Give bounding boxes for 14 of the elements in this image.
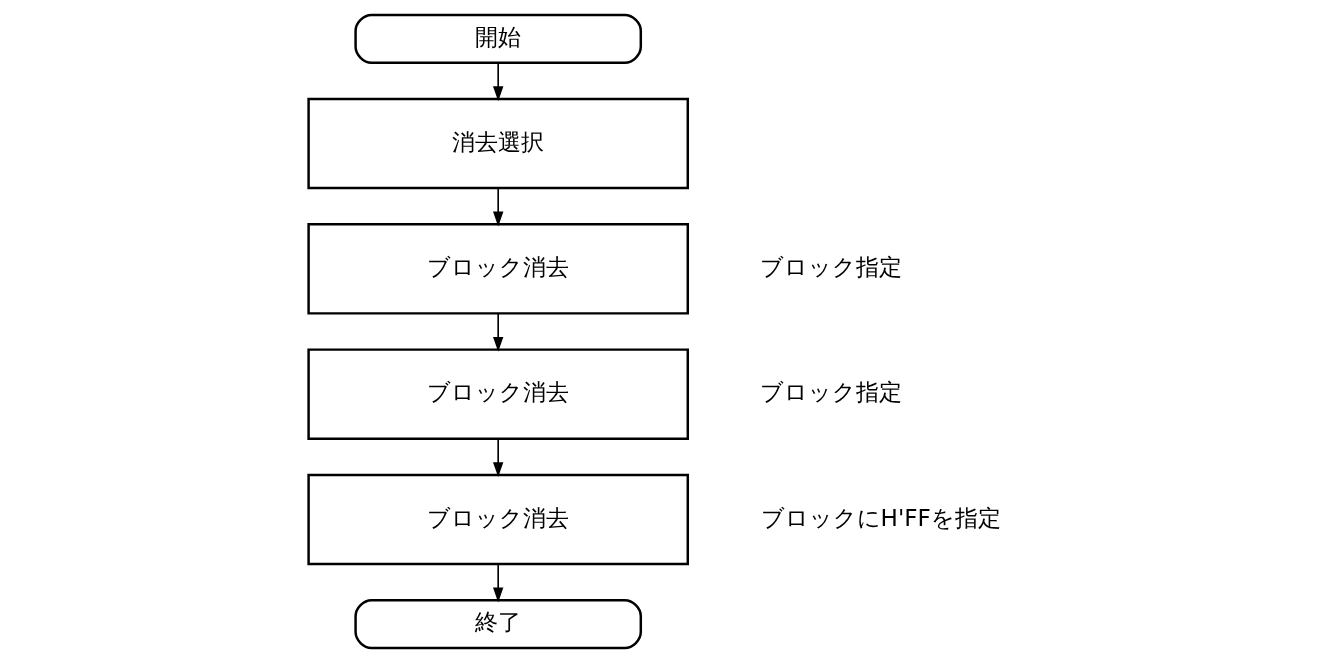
arrow xyxy=(493,563,504,603)
node-box: 開始 xyxy=(354,13,643,64)
arrow xyxy=(493,187,504,227)
node-box: 終了 xyxy=(354,599,643,650)
node-label: ブロック指定 xyxy=(760,379,903,406)
arrow xyxy=(493,62,504,102)
node-label: ブロックにH'FFを指定 xyxy=(760,504,1001,531)
node-box: 消去選択 xyxy=(307,97,690,190)
arrow xyxy=(493,313,504,352)
node-box: ブロック消去 xyxy=(307,473,690,566)
node-box: ブロック消去 xyxy=(307,348,690,440)
node-label: ブロック指定 xyxy=(760,253,903,280)
arrow xyxy=(493,438,504,478)
node-box: ブロック消去 xyxy=(307,223,690,315)
